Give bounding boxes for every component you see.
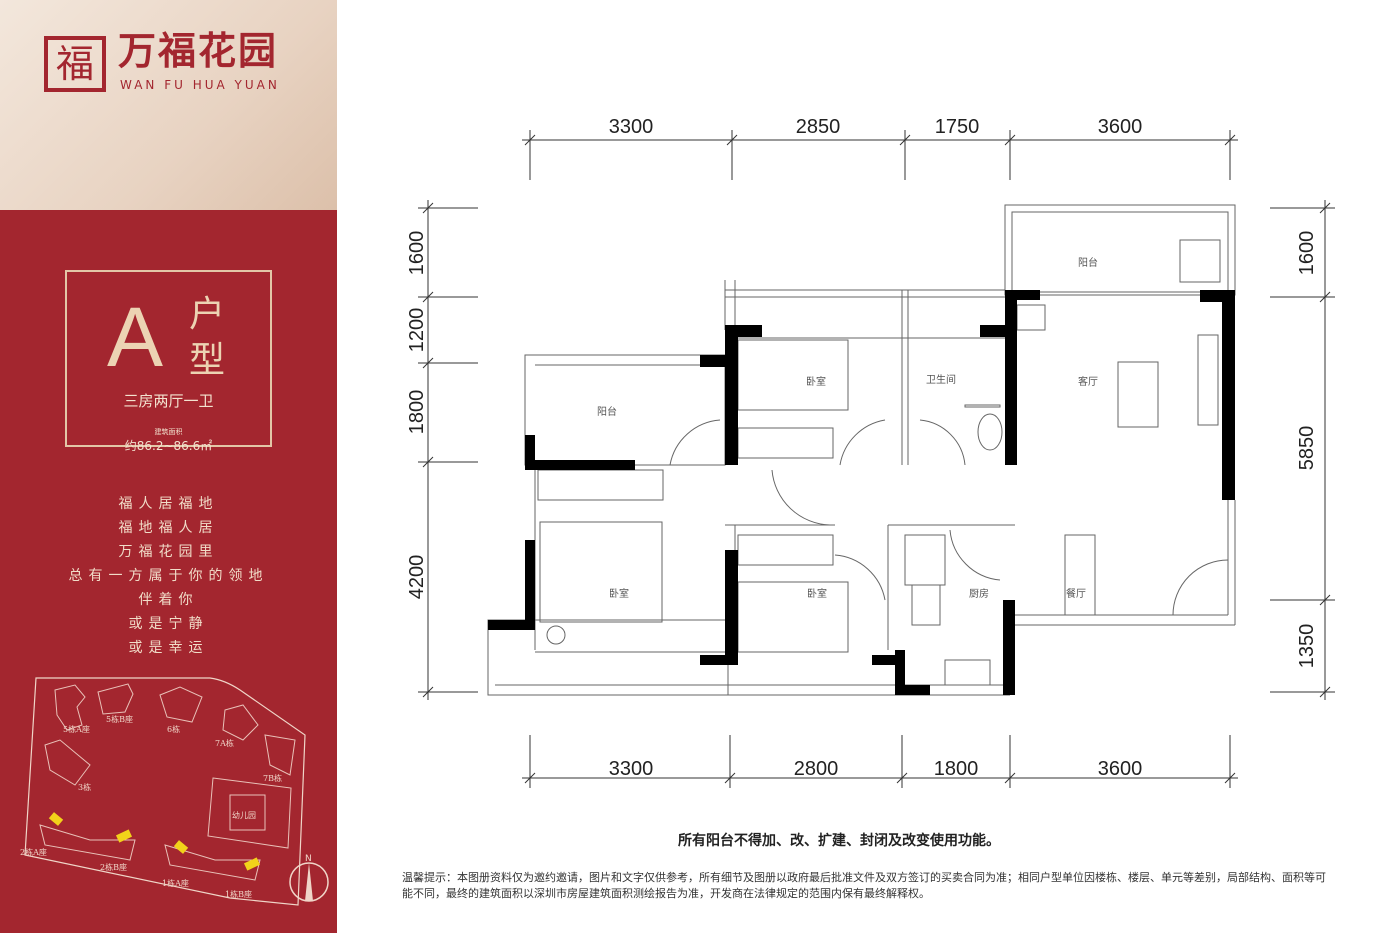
dim-bottom: 1800 [934, 758, 979, 780]
site-label: 幼儿园 [232, 810, 256, 820]
site-label: 2栋B座 [100, 862, 127, 872]
room-label: 厨房 [969, 587, 989, 600]
unit-hu: 户 [189, 294, 226, 335]
dimension-tick [524, 772, 536, 784]
dim-right: 5850 [1296, 426, 1318, 471]
slogan-line: 或是宁静 [128, 616, 209, 632]
dimension-tick [1319, 202, 1331, 214]
brand-header: 福 万福花园 WAN FU HUA YUAN [0, 0, 337, 210]
dimension-tick [899, 134, 911, 146]
dim-right: 1600 [1296, 231, 1318, 276]
slogan-line: 福地福人居 [118, 520, 219, 536]
room-label: 卧室 [806, 375, 826, 388]
unit-type-box: A 户 型 三房两厅一卫 建筑面积 约86.2~86.6㎡ [65, 270, 272, 453]
dim-bottom: 2800 [794, 758, 839, 780]
disclaimer: 温馨提示：本图册资料仅为邀约邀请，图片和文字仅供参考，所有细节及图册以政府最后批… [402, 871, 1326, 900]
brand-name-en: WAN FU HUA YUAN [120, 78, 280, 92]
logo-icon: 福 [44, 36, 106, 92]
unit-xing: 型 [189, 340, 226, 381]
plan-outlines [487, 204, 1236, 696]
site-label: 1栋A座 [162, 878, 189, 888]
structural-walls [488, 290, 1235, 695]
balcony-note: 所有阳台不得加、改、扩建、封闭及改变使用功能。 [678, 833, 1000, 849]
room-label: 卧室 [609, 587, 629, 600]
site-map: 5栋A座 5栋B座 6栋 7A栋 7B栋 3栋 幼儿园 2栋A座 2栋B座 1栋… [20, 677, 329, 906]
dim-top: 3300 [609, 116, 654, 138]
slogan-line: 万福花园里 [118, 544, 219, 560]
site-label: 1栋B座 [225, 889, 252, 899]
slogan-line: 伴着你 [138, 592, 199, 608]
site-label: 3栋 [78, 782, 91, 792]
site-label: 5栋A座 [63, 724, 90, 734]
room-label: 阳台 [597, 405, 617, 418]
site-label: 7A栋 [215, 738, 234, 748]
dim-top: 1750 [935, 116, 980, 138]
left-panel: 福 万福花园 WAN FU HUA YUAN A 户 型 三房两厅一卫 建筑面积… [0, 0, 337, 933]
room-label: 客厅 [1078, 375, 1098, 388]
dimension-tick [524, 134, 536, 146]
area-label: 建筑面积 [154, 428, 183, 436]
unit-letter: A [107, 290, 164, 384]
slogan-line: 福人居福地 [118, 496, 219, 512]
dim-left: 1800 [406, 390, 428, 435]
dim-top: 2850 [796, 116, 841, 138]
dimension-tick [1004, 134, 1016, 146]
dim-right: 1350 [1296, 624, 1318, 669]
building-outlines [39, 683, 296, 881]
brand-name: 万福花园 [118, 28, 279, 73]
dim-bottom: 3600 [1098, 758, 1143, 780]
room-label: 卧室 [807, 587, 827, 600]
area-value: 约86.2~86.6㎡ [124, 439, 213, 453]
unit-layout: 三房两厅一卫 [123, 392, 214, 410]
dimension-tick [896, 772, 908, 784]
site-label: 5栋B座 [106, 714, 133, 724]
slogan-line: 总有一方属于你的领地 [68, 568, 269, 584]
north-compass-icon: N [289, 854, 329, 902]
dimension-tick [422, 291, 434, 303]
room-label: 阳台 [1078, 256, 1098, 269]
dim-left: 1200 [406, 308, 428, 353]
north-label: N [305, 854, 312, 864]
dimension-tick [1224, 134, 1236, 146]
dimension-lines [418, 130, 1335, 788]
dimension-tick [422, 686, 434, 698]
slogan: 福人居福地 福地福人居 万福花园里 总有一方属于你的领地 伴着你 或是宁静 或是… [0, 492, 337, 660]
dimension-tick [1319, 686, 1331, 698]
dimension-tick [726, 134, 738, 146]
room-label: 卫生间 [926, 373, 956, 386]
dim-left: 4200 [406, 555, 428, 600]
dimension-tick [724, 772, 736, 784]
dim-left: 1600 [406, 231, 428, 276]
site-label: 7B栋 [263, 773, 282, 783]
dimension-tick [422, 456, 434, 468]
site-label: 2栋A座 [20, 847, 47, 857]
dim-bottom: 3300 [609, 758, 654, 780]
dimension-tick [1224, 772, 1236, 784]
room-label: 餐厅 [1066, 587, 1086, 600]
dimension-tick [1319, 594, 1331, 606]
highlighted-units [48, 812, 261, 871]
slogan-line: 或是幸运 [128, 640, 209, 656]
dimension-tick [1319, 291, 1331, 303]
dim-top: 3600 [1098, 116, 1143, 138]
site-label: 6栋 [167, 724, 180, 734]
dimension-tick [1004, 772, 1016, 784]
dimension-tick [422, 357, 434, 369]
site-boundary [24, 677, 306, 906]
dimension-tick [422, 202, 434, 214]
